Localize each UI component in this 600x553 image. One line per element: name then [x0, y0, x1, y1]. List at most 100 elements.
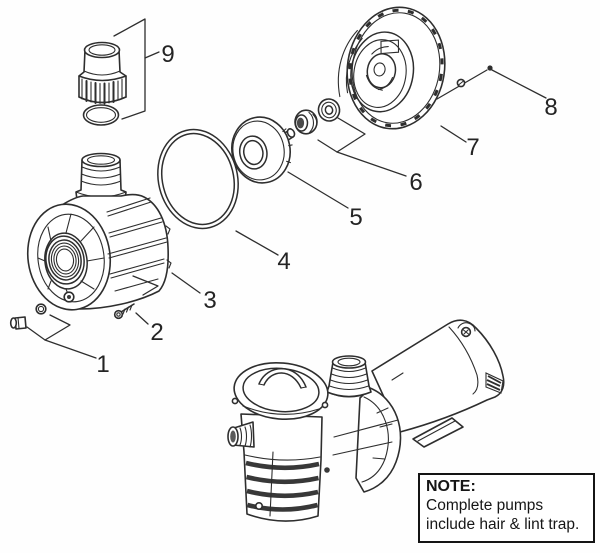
seal-plate-vane-3 — [371, 45, 389, 55]
part-impeller: 5 — [231, 116, 363, 231]
pot-ribs — [245, 460, 320, 512]
discharge-bore — [337, 357, 361, 367]
seal-plate-hub — [366, 53, 397, 89]
union-o-ring — [82, 104, 120, 126]
seal-plate-slots — [348, 8, 444, 128]
part-drain-plug: 1 — [9, 303, 110, 378]
motor-vent-outline — [485, 372, 504, 394]
part-screw-2: 2 — [113, 275, 164, 346]
pot-seam — [244, 454, 321, 461]
union-shoulder — [83, 70, 121, 76]
motor-body — [371, 319, 505, 433]
seal-seat — [317, 98, 341, 122]
housing-bore-collar — [45, 235, 85, 285]
plug-head-rim — [17, 316, 20, 330]
callout-5-label: 5 — [349, 204, 362, 231]
impeller-outer — [231, 116, 291, 184]
seal-plate-key-tab — [380, 39, 400, 55]
pot-rib-step — [269, 451, 274, 517]
volute-ribs — [332, 419, 399, 456]
seal-groove-2 — [312, 113, 318, 132]
seal-face — [294, 114, 309, 132]
housing-bore-threads — [50, 242, 80, 278]
screw-8-slot — [457, 80, 465, 86]
lid-lock-left — [231, 397, 239, 405]
lid-handle-ends — [258, 383, 307, 389]
screw-2-threads — [122, 304, 133, 315]
flange-to-motor — [391, 372, 404, 381]
seal-seat-outer — [317, 98, 341, 122]
part-seal-plate — [337, 6, 446, 130]
flange-ticks — [372, 407, 393, 460]
seal-groove-1 — [308, 111, 315, 134]
part-pump-housing: 3 — [26, 152, 217, 314]
callout-9-label: 9 — [161, 41, 174, 68]
callout-8-leader-b — [491, 69, 547, 99]
housing-barrel-ribs — [106, 197, 168, 292]
o-ring-outer — [157, 128, 239, 230]
callout-9-tick — [144, 51, 160, 59]
seal-plate-vane-2 — [377, 77, 394, 91]
callout-6-bracket-b — [317, 139, 338, 153]
part-screw-8: 8 — [436, 65, 558, 121]
discharge-threads — [328, 367, 370, 391]
note-line-1: Complete pumps — [426, 497, 544, 514]
flange-outer — [355, 387, 402, 493]
seal-plate-vane-1 — [365, 74, 383, 91]
callout-1-bracket — [44, 314, 97, 359]
impeller-rim-inner — [232, 120, 285, 181]
note-title: NOTE: — [426, 478, 476, 495]
screw-2-head — [113, 309, 124, 320]
inlet-threads — [239, 424, 253, 448]
lid-handle-outer — [258, 368, 307, 388]
callout-1-label: 1 — [96, 351, 109, 378]
callout-1-bracket-b — [26, 326, 46, 341]
housing-front-rim-inner — [37, 213, 105, 303]
callout-6-bracket — [336, 117, 407, 177]
housing-port-thread-3 — [80, 180, 122, 186]
callout-3-label: 3 — [203, 287, 216, 314]
callout-3-leader — [171, 272, 201, 294]
motor-screw-cross — [462, 329, 470, 335]
lid-handle-inner — [263, 372, 302, 389]
seal-plate-recess-inner — [353, 39, 407, 108]
impeller-disc — [231, 116, 293, 184]
part-large-o-ring: 4 — [157, 128, 291, 275]
trap-lid — [231, 362, 329, 420]
complete-pump-assembly — [227, 319, 505, 522]
motor-cap-seam — [448, 326, 479, 395]
callout-2-housing-bracket — [132, 275, 159, 296]
plug-o-ring — [35, 303, 47, 315]
housing-back-lug-1 — [165, 225, 171, 235]
note-line-2: include hair & lint trap. — [426, 516, 580, 533]
volute-flange — [324, 372, 404, 493]
seal-plate-recess — [350, 31, 415, 113]
union-knurling — [81, 78, 123, 105]
union-o-ring-inner — [85, 107, 117, 123]
union-nut-bottom — [78, 96, 127, 104]
strainer-pot — [227, 413, 323, 522]
screw-8-point — [487, 65, 493, 71]
motor-foot-line — [417, 420, 456, 442]
flange-bolt — [324, 467, 330, 473]
o-ring-inner — [161, 132, 235, 226]
screw-2-socket — [116, 312, 121, 317]
impeller-eye — [242, 139, 264, 166]
housing-port-bore — [86, 155, 116, 165]
callout-4-label: 4 — [277, 248, 290, 275]
seal-face-dark — [296, 117, 305, 129]
motor-vent-hatch — [486, 375, 502, 391]
discharge-collar — [326, 391, 372, 398]
callout-4-leader — [235, 230, 279, 256]
impeller-eye-collar — [238, 135, 268, 170]
motor — [371, 319, 505, 448]
inlet-bore — [230, 430, 236, 443]
housing-drain-hole — [67, 295, 71, 299]
housing-back-lug-2 — [166, 259, 172, 269]
union-nut-top — [78, 75, 127, 82]
part-shaft-seal: 6 — [294, 98, 423, 196]
discharge-port — [326, 355, 372, 398]
note-box: NOTE: Complete pumps include hair & lint… — [418, 473, 595, 543]
